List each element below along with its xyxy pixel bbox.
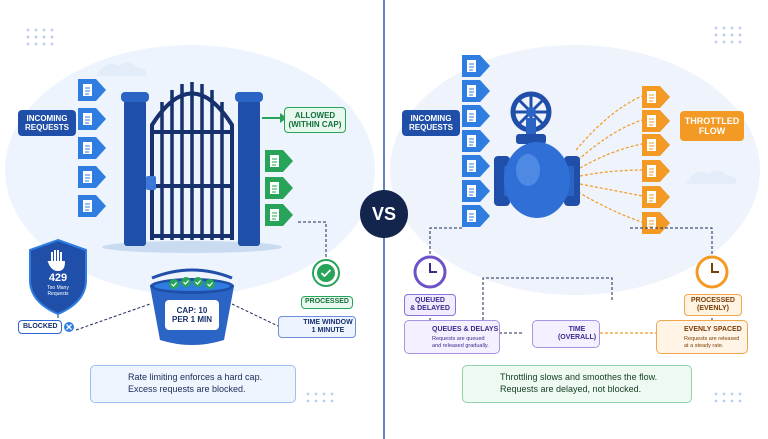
right-info-box — [462, 365, 692, 403]
processed-label: PROCESSED — [301, 296, 353, 309]
vs-circle — [360, 190, 408, 238]
right-info-text: Throttling slows and smoothes the flow. … — [500, 372, 658, 394]
left-incoming-label: INCOMING REQUESTS — [18, 110, 76, 136]
time-window-label: TIME WINDOW 1 MINUTE — [278, 316, 356, 338]
processed-clock-icon — [695, 255, 729, 289]
blocked-label: BLOCKED — [18, 320, 62, 334]
processed-evenly-label: PROCESSED (EVENLY) — [684, 294, 742, 316]
queued-clock-icon — [413, 255, 447, 289]
vs-label: VS — [371, 203, 396, 224]
left-info-text: Rate limiting enforces a hard cap. Exces… — [128, 372, 263, 394]
left-info-box — [90, 365, 296, 403]
bucket-label: CAP: 10 PER 1 MIN — [165, 300, 219, 330]
allowed-label: ALLOWED (WITHIN CAP) — [284, 107, 346, 133]
check-circle-icon — [312, 259, 340, 287]
valve-icon — [494, 91, 580, 218]
shield-icon — [29, 238, 87, 316]
evenly-card — [656, 320, 748, 354]
right-incoming-label: INCOMING REQUESTS — [402, 110, 460, 136]
queues-card — [404, 320, 500, 354]
queued-label: QUEUED & DELAYED — [404, 294, 456, 316]
blocked-x-icon — [66, 324, 72, 330]
gate-icon — [102, 82, 282, 253]
shield-text: Too Many Requests — [47, 285, 69, 297]
throttled-label: THROTTLED FLOW — [680, 111, 744, 141]
time-card-title: TIME (OVERALL) — [557, 325, 597, 341]
queues-card-desc: Requests are queued and released gradual… — [432, 336, 489, 349]
time-card — [532, 320, 600, 348]
allowed-arrows — [264, 149, 294, 227]
shield-code: 429 — [48, 271, 68, 284]
evenly-card-desc: Requests are released at a steady rate. — [684, 336, 740, 349]
queues-card-title: QUEUES & DELAYS — [432, 326, 499, 333]
evenly-card-title: EVENLY SPACED — [684, 326, 742, 333]
